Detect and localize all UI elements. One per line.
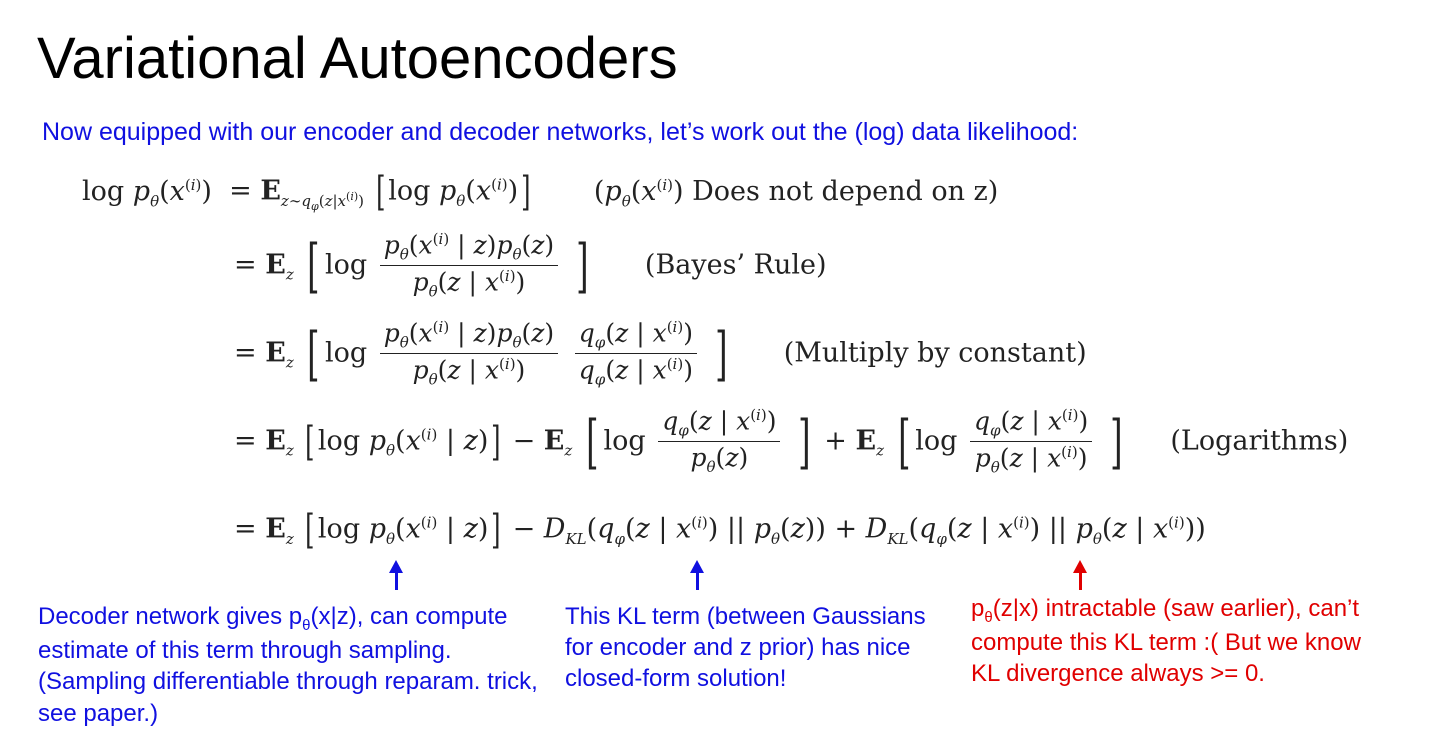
kl-posterior-fraction: qφ(z | x(i)) pθ(z | x(i)) xyxy=(970,408,1093,476)
lhs-log-likelihood: log pθ(x(i)) xyxy=(82,175,212,210)
kl-prior-fraction: qφ(z | x(i)) pθ(z) xyxy=(658,408,781,475)
intractable-annotation: pθ(z|x) intractable (saw earlier), can’t… xyxy=(971,595,1361,688)
decoder-annotation: Decoder network gives pθ(x|z), can compu… xyxy=(38,603,538,727)
line1-note: (pθ(x(i)) Does not depend on z) xyxy=(593,175,999,210)
equation-line-4: = Ez [log pθ(x(i) | z)] − Ez [log qφ(z |… xyxy=(234,406,1349,477)
equation-line-2: = Ez [log pθ(x(i) | z)pθ(z) pθ(z | x(i))… xyxy=(234,230,827,301)
line2-note: (Bayes’ Rule) xyxy=(644,249,827,281)
slide-title: Variational Autoencoders xyxy=(37,26,678,91)
equation-line-1: log pθ(x(i)) = Ez∼qφ(z|x(i)) [log pθ(x(i… xyxy=(82,169,999,215)
arrow-up-icon xyxy=(388,560,404,590)
arrow-up-icon xyxy=(689,560,705,590)
equation-line-3: = Ez [log pθ(x(i) | z)pθ(z) pθ(z | x(i))… xyxy=(234,318,1087,389)
kl-annotation: This KL term (between Gaussians for enco… xyxy=(565,603,926,693)
constant-fraction: qφ(z | x(i)) qφ(z | x(i)) xyxy=(574,320,697,388)
bayes-fraction: pθ(x(i) | z)pθ(z) pθ(z | x(i)) xyxy=(379,232,559,300)
slide-subtitle: Now equipped with our encoder and decode… xyxy=(42,118,1079,146)
line4-note: (Logarithms) xyxy=(1170,425,1349,457)
line3-note: (Multiply by constant) xyxy=(783,337,1087,369)
equation-line-5: = Ez [log pθ(x(i) | z)] − DKL(qφ(z | x(i… xyxy=(234,507,1206,553)
bayes-fraction-2: pθ(x(i) | z)pθ(z) pθ(z | x(i)) xyxy=(379,320,559,388)
arrow-up-icon xyxy=(1072,560,1088,590)
